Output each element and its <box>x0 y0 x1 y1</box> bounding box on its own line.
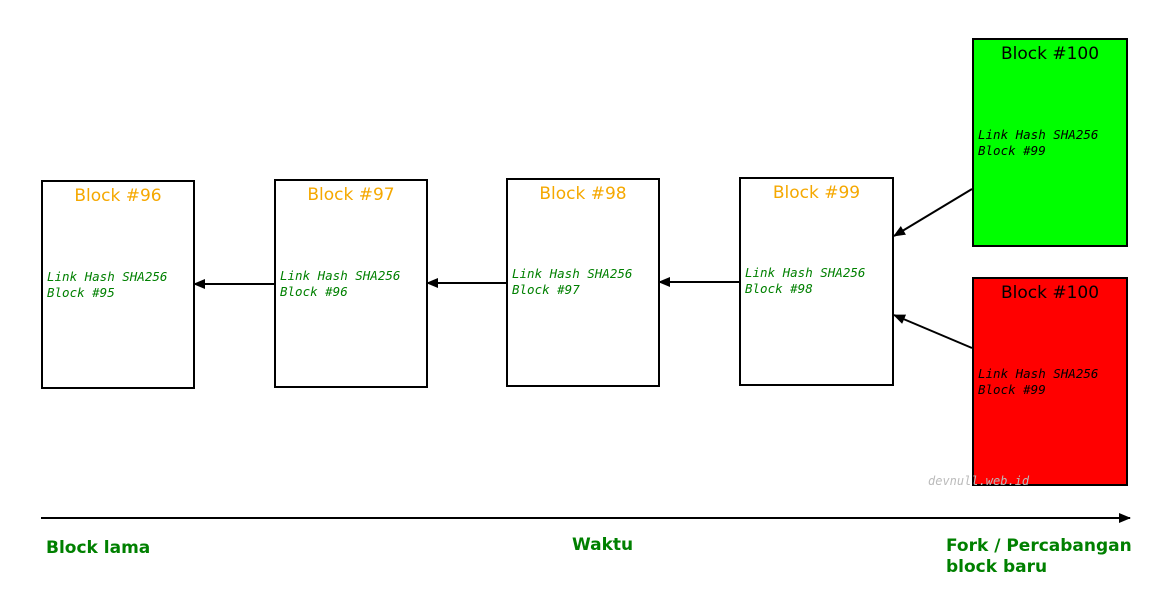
block-title: Block #99 <box>772 183 861 203</box>
label-text-line2: block baru <box>946 557 1048 577</box>
link-hash-label: Link Hash SHA256 <box>745 265 866 280</box>
link-hash-label: Link Hash SHA256 <box>512 266 633 281</box>
link-hash-label: Link Hash SHA256 <box>978 366 1099 381</box>
link-hash-target: Block #98 <box>745 281 813 296</box>
link-hash-label: Link Hash SHA256 <box>47 269 168 284</box>
block-97: Block #97 Link Hash SHA256 Block #96 <box>274 179 428 388</box>
arrow-green-fork-to-99 <box>893 188 973 237</box>
link-hash-target: Block #96 <box>280 284 348 299</box>
block-link-hash: Link Hash SHA256 Block #95 <box>47 269 167 301</box>
block-98: Block #98 Link Hash SHA256 Block #97 <box>506 178 660 387</box>
label-text: Waktu <box>572 535 634 555</box>
link-hash-label: Link Hash SHA256 <box>978 127 1099 142</box>
fork-block-100-green: Block #100 Link Hash SHA256 Block #99 <box>972 38 1128 247</box>
timeline-left-label: Block lama <box>46 538 150 559</box>
block-link-hash: Link Hash SHA256 Block #99 <box>978 127 1098 159</box>
block-title: Block #100 <box>1000 44 1100 64</box>
block-title: Block #97 <box>307 185 395 205</box>
block-96: Block #96 Link Hash SHA256 Block #95 <box>41 180 195 389</box>
block-title: Block #96 <box>74 186 162 206</box>
arrow-red-fork-to-99 <box>893 314 973 349</box>
block-title: Block #98 <box>539 184 627 204</box>
link-hash-target: Block #97 <box>512 282 580 297</box>
link-hash-target: Block #99 <box>978 143 1046 158</box>
link-hash-target: Block #99 <box>978 382 1046 397</box>
fork-block-100-red: Block #100 Link Hash SHA256 Block #99 <box>972 277 1128 486</box>
link-hash-label: Link Hash SHA256 <box>280 268 401 283</box>
block-link-hash: Link Hash SHA256 Block #99 <box>978 366 1098 398</box>
watermark: devnull.web.id <box>928 474 1030 488</box>
timeline-right-label: Fork / Percabangan block baru <box>946 536 1132 578</box>
block-link-hash: Link Hash SHA256 Block #98 <box>745 265 865 297</box>
block-title: Block #100 <box>1000 283 1100 303</box>
block-99: Block #99 Link Hash SHA256 Block #98 <box>739 177 894 386</box>
link-hash-target: Block #95 <box>47 285 115 300</box>
timeline-center-label: Waktu <box>572 535 633 556</box>
label-text-line1: Fork / Percabangan <box>946 536 1132 556</box>
label-text: Block lama <box>46 538 151 558</box>
block-link-hash: Link Hash SHA256 Block #97 <box>512 266 632 298</box>
block-link-hash: Link Hash SHA256 Block #96 <box>280 268 400 300</box>
